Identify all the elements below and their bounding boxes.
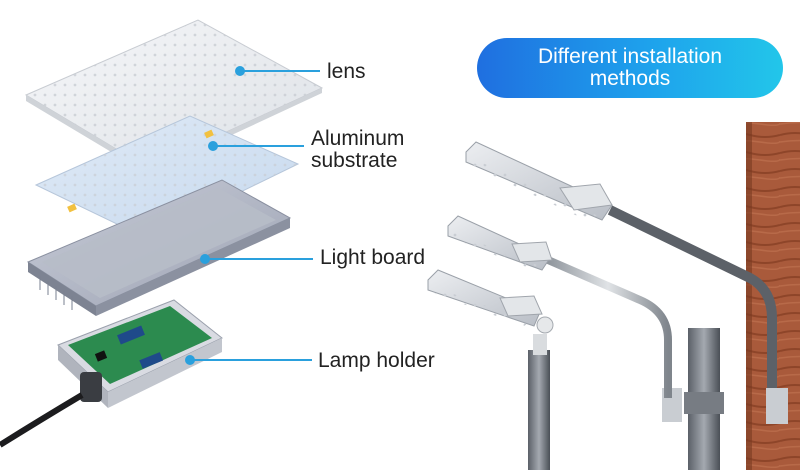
label-lamp-holder: Lamp holder <box>318 349 435 372</box>
arm-wall <box>607 205 777 398</box>
label-aluminum-line1: Aluminum <box>311 127 405 150</box>
lamp-head-top <box>465 141 613 222</box>
badge-line2: methods <box>589 67 671 90</box>
lamp-holder <box>0 299 223 448</box>
label-lens: lens <box>327 60 366 83</box>
badge-line1: Different installation <box>537 45 723 68</box>
installation-badge: Different installation methods <box>477 38 783 98</box>
lamp-head-middle <box>447 215 553 271</box>
arm-silver <box>546 256 672 398</box>
pole-dark <box>528 350 550 470</box>
light-board <box>26 179 292 316</box>
lamp-head-bottom <box>427 269 543 327</box>
leader-lines <box>185 66 320 365</box>
label-light-board: Light board <box>320 246 426 269</box>
label-aluminum-line2: substrate <box>311 149 398 172</box>
